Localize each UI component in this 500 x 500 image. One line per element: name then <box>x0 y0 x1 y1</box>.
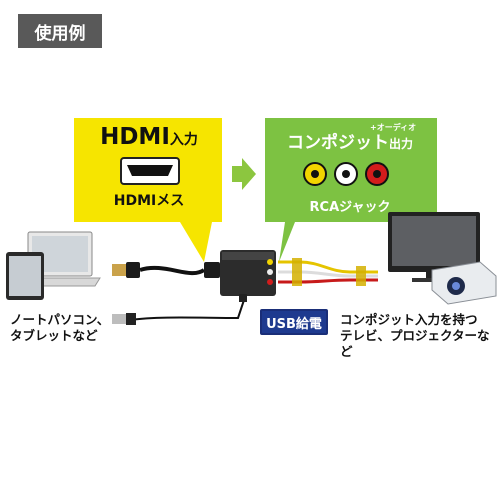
composite-super-label: +オーディオ <box>370 123 417 132</box>
hdmi-title-suffix: 入力 <box>169 132 198 148</box>
composite-title-text: コンポジット <box>286 133 389 153</box>
rca-jacks-icon <box>303 162 389 186</box>
display-device-label-line2: テレビ、プロジェクターなど <box>340 328 490 359</box>
hdmi-title-text: HDMI <box>100 124 170 150</box>
arrow-right-icon <box>232 158 256 190</box>
composite-title-suffix: 出力 <box>388 137 413 151</box>
composite-output-panel <box>265 118 437 262</box>
source-device-label-line2: タブレットなど <box>10 328 98 343</box>
page-title-text: 使用例 <box>34 23 86 44</box>
hdmi-panel-title: HDMI入力 <box>86 124 212 150</box>
hdmi-cable <box>112 262 220 278</box>
projector-icon <box>431 261 497 305</box>
tablet-icon <box>6 252 44 300</box>
composite-panel-title: コンポジット出力 <box>270 128 430 153</box>
converter-box-icon <box>220 250 276 296</box>
tv-icon <box>388 212 480 282</box>
usb-cable <box>112 299 245 325</box>
hdmi-panel-subtitle: HDMIメス <box>113 193 185 209</box>
page-title: 使用例 <box>18 14 102 48</box>
usb-plug-icon <box>239 294 247 302</box>
hdmi-port-icon <box>120 157 180 185</box>
usb-power-badge: USB給電 <box>260 309 328 335</box>
source-device-label: ノートパソコン、 タブレットなど <box>10 312 109 344</box>
rca-cables <box>278 258 378 286</box>
display-device-label-line1: コンポジット入力を持つ <box>340 312 478 327</box>
source-device-label-line1: ノートパソコン、 <box>10 312 110 327</box>
display-device-label: コンポジット入力を持つ テレビ、プロジェクターなど <box>340 312 500 360</box>
hdmi-input-panel <box>74 118 222 262</box>
rca-jack-label: RCAジャック <box>309 200 391 215</box>
